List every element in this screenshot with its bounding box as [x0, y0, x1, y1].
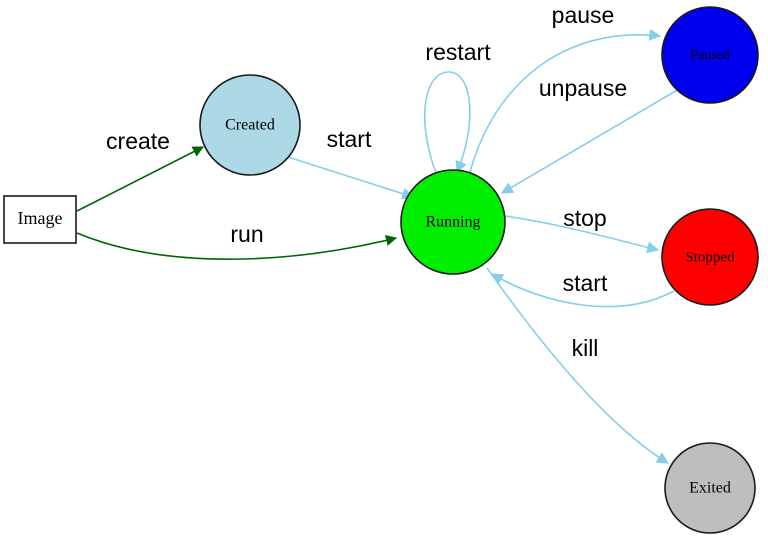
edge-label-start-stopped: start [563, 270, 608, 296]
edge-label-start-created: start [327, 126, 372, 152]
node-paused-shape [661, 6, 759, 104]
edge-start-created [287, 156, 415, 200]
edge-label-create: create [106, 128, 170, 154]
node-image-label: Image [18, 208, 63, 228]
edge-label-kill: kill [572, 335, 599, 361]
edge-unpause [500, 88, 680, 194]
node-exited-label: Exited [689, 480, 731, 497]
edge-label-stop: stop [563, 205, 606, 231]
edge-restart [423, 71, 471, 174]
node-stopped-shape [661, 208, 759, 306]
edge-label-run: run [230, 221, 263, 247]
edge-start-stopped [490, 273, 675, 308]
edge-label-restart: restart [425, 39, 491, 65]
node-running-label: Running [425, 214, 480, 231]
edge-run [76, 232, 398, 260]
node-exited-shape [664, 442, 756, 534]
edge-kill [486, 267, 670, 464]
edge-label-unpause: unpause [539, 75, 627, 101]
node-created-label: Created [225, 117, 275, 134]
node-stopped-label: Stopped [685, 249, 735, 265]
edge-create [76, 146, 204, 212]
node-paused[interactable]: Paused [661, 6, 759, 104]
node-image[interactable]: Image [3, 195, 77, 244]
node-created[interactable]: Created [199, 74, 301, 176]
node-running[interactable]: Running [400, 169, 506, 275]
edge-stop [504, 215, 660, 254]
edge-label-pause: pause [552, 2, 615, 28]
node-image-shape [3, 195, 77, 244]
node-stopped[interactable]: Stopped [661, 208, 759, 306]
node-exited[interactable]: Exited [664, 442, 756, 534]
edge-pause [469, 28, 662, 173]
node-running-shape [400, 169, 506, 275]
node-paused-label: Paused [690, 48, 730, 63]
node-created-shape [199, 74, 301, 176]
